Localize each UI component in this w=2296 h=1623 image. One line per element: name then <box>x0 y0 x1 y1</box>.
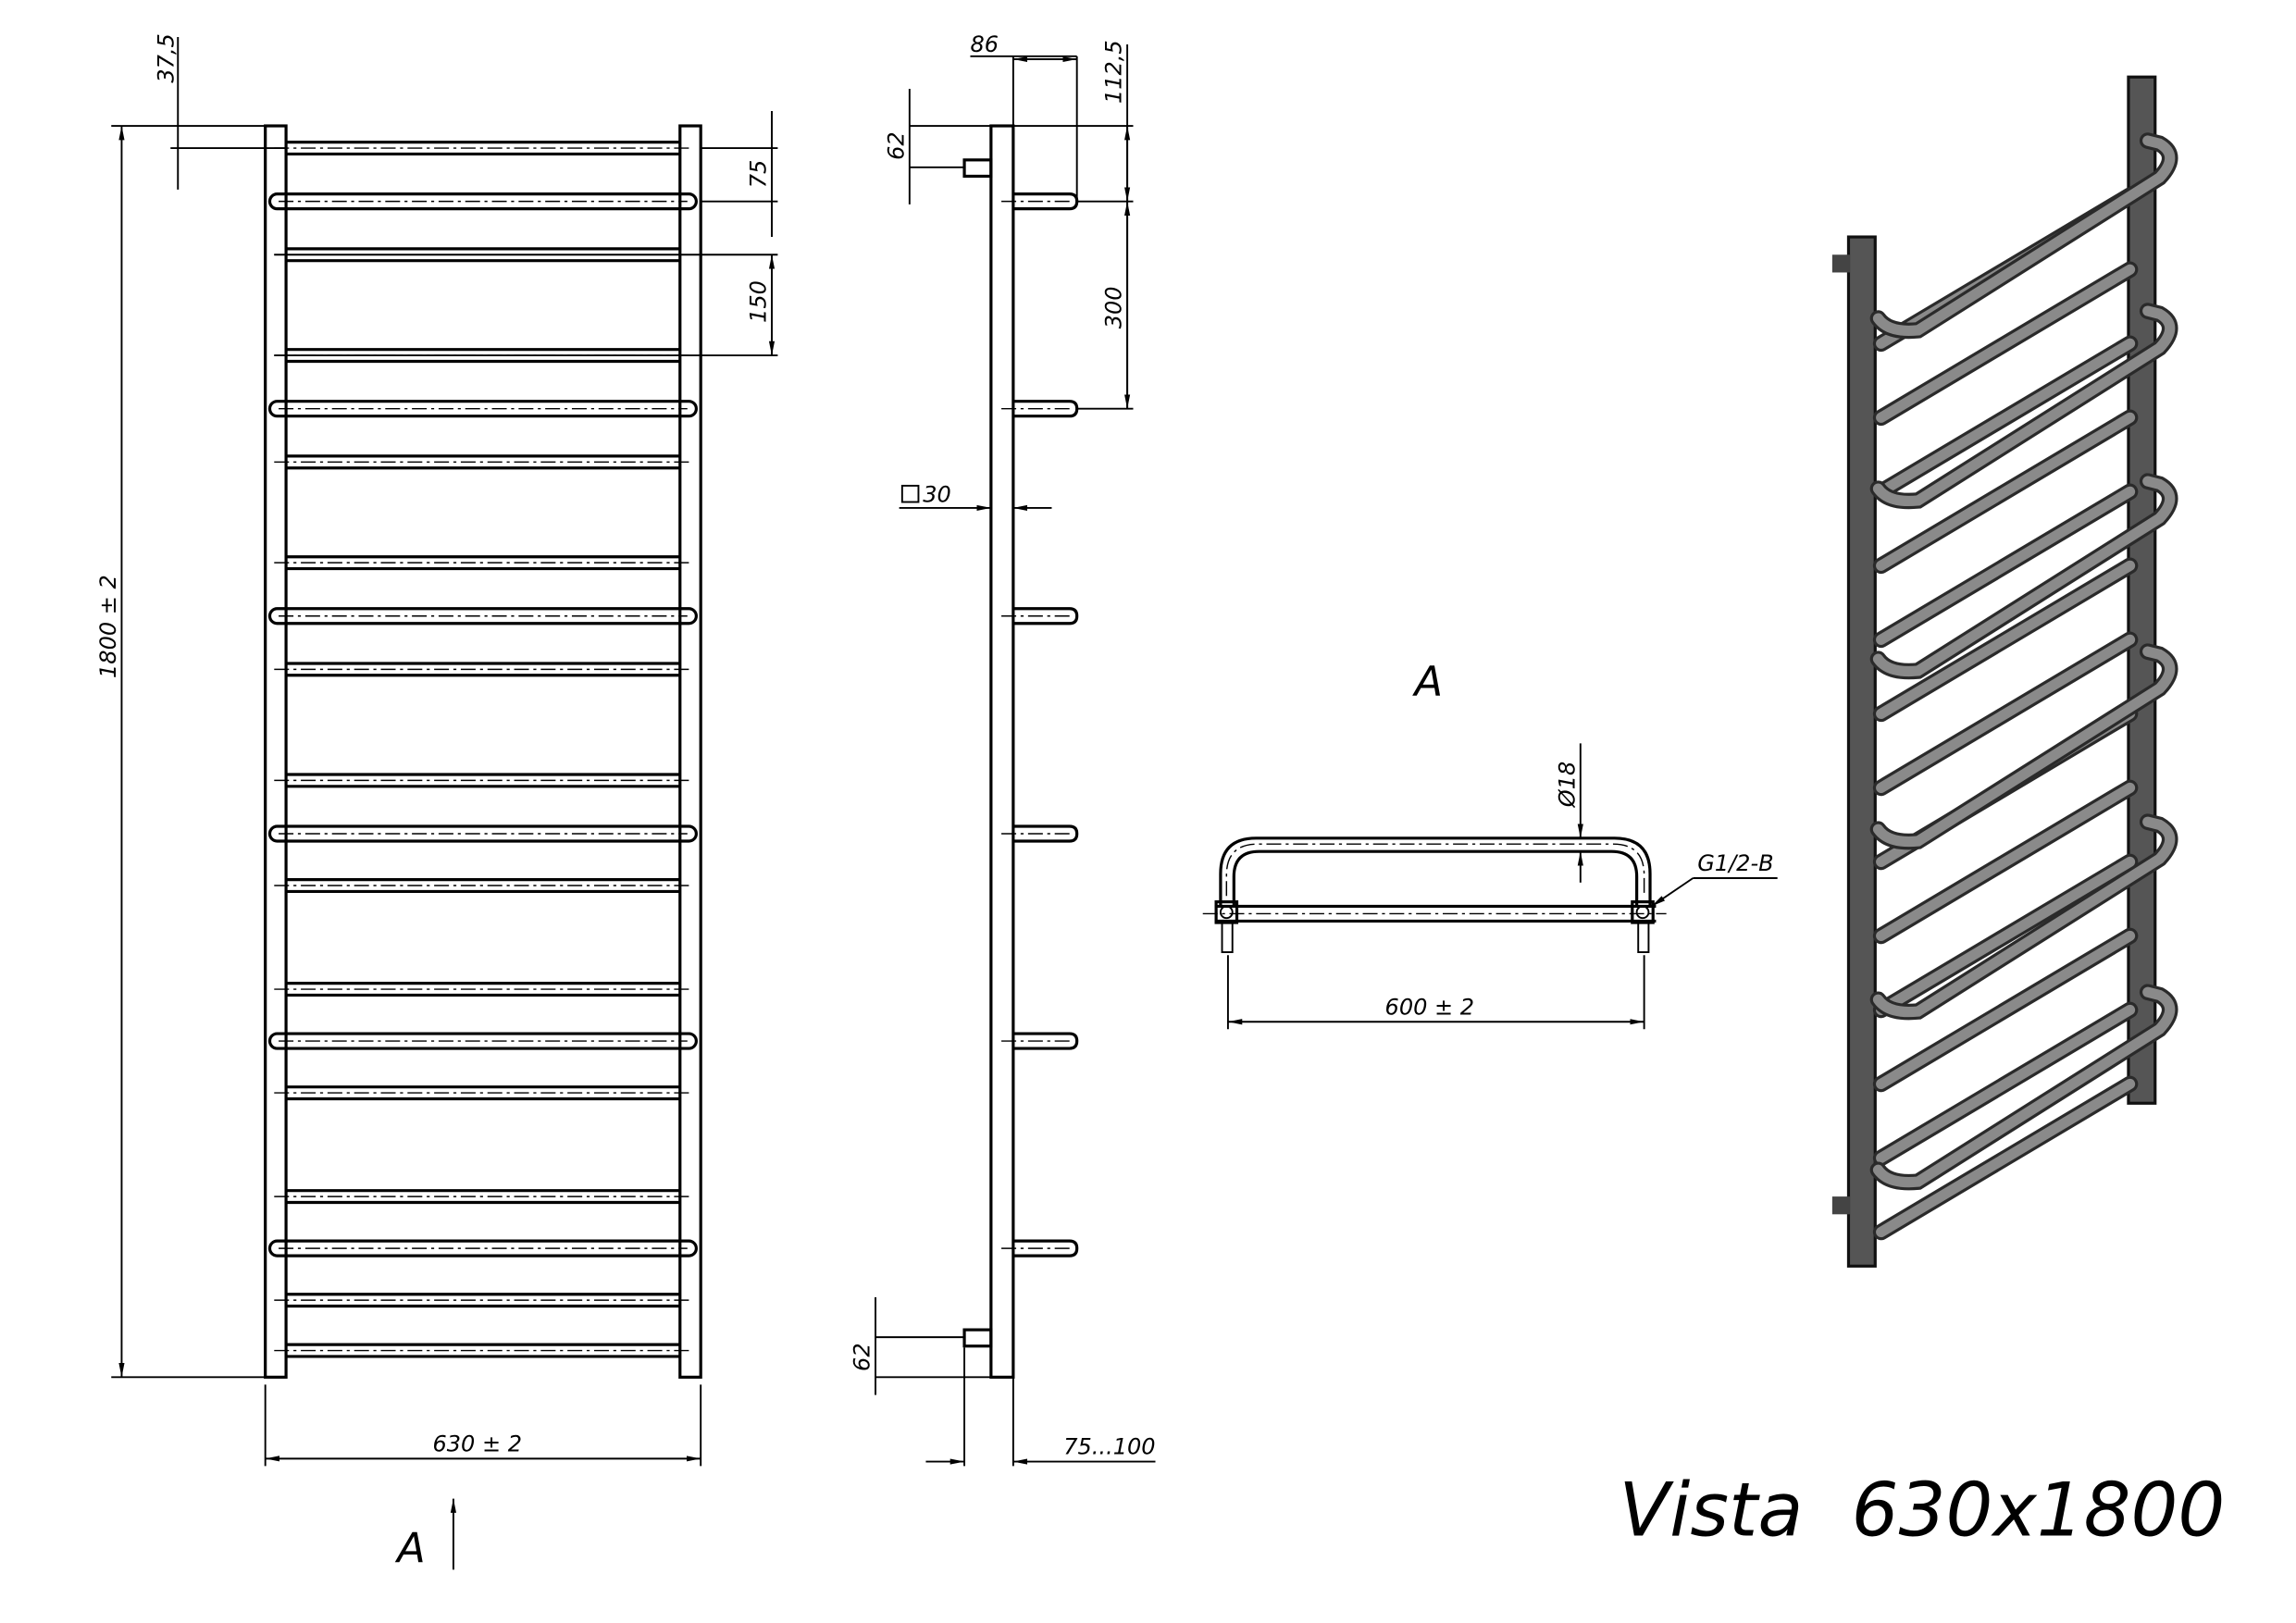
iso-bar-fill <box>1876 264 2136 423</box>
iso-bar-fill <box>1876 856 2136 1016</box>
side-view <box>962 124 1079 1379</box>
hook-stub <box>1012 824 1079 843</box>
iso-connector <box>1831 1196 1851 1215</box>
isometric-view <box>1831 75 2178 1268</box>
iso-connector <box>1831 254 1851 273</box>
bar-hook <box>267 607 698 626</box>
dim-conn-bottom: 62 <box>850 1343 875 1371</box>
side-dimensions: 86 112,5 62 300 30 62 75...100 <box>850 31 1156 1467</box>
iso-hook-bar-fill <box>1872 986 2176 1188</box>
iso-bar-fill <box>1876 486 2136 645</box>
dim-bar-pitch: 150 <box>746 280 772 323</box>
iso-bar-fill <box>1876 1004 2136 1164</box>
dim-wall-gap: 75...100 <box>1063 1434 1155 1460</box>
hook-stub <box>1012 1032 1079 1050</box>
model-size: 630x1800 <box>1852 1468 2226 1554</box>
dim-center-distance: 600 ± 2 <box>1385 994 1474 1020</box>
bar-hook <box>267 192 698 211</box>
iso-bar-fill <box>1876 560 2136 719</box>
dim-width: 630 ± 2 <box>433 1431 522 1456</box>
bar-hook <box>267 824 698 843</box>
front-dimensions: 37,5 75 150 1800 ± 2 630 ± 2 A <box>95 33 778 1572</box>
iso-hook-bar <box>1869 132 2178 340</box>
dim-conn-top: 62 <box>883 131 909 160</box>
dim-first-gap: 75 <box>746 160 772 189</box>
dim-112-5: 112,5 <box>1101 40 1127 104</box>
dim-tube-square: 30 <box>923 482 951 508</box>
dim-top-offset: 37,5 <box>153 33 179 82</box>
dim-diameter: Ø18 <box>1554 762 1580 808</box>
dim-86: 86 <box>970 31 999 57</box>
iso-hook-bar-fill <box>1872 646 2176 848</box>
iso-bar-fill <box>1876 338 2136 497</box>
bar-hook <box>267 400 698 418</box>
connector-top <box>962 158 993 179</box>
iso-bar-fill <box>1876 1078 2136 1238</box>
bar-hook <box>267 1239 698 1258</box>
view-a-label: A <box>1412 657 1444 706</box>
iso-bar-fill <box>1876 782 2136 942</box>
hook-stub <box>1012 1239 1079 1258</box>
hook-stub <box>1012 607 1079 626</box>
bar-hook <box>267 1032 698 1050</box>
dim-thread: G1/2-B <box>1697 850 1773 876</box>
right-rail <box>678 124 702 1379</box>
dim-hook-pitch: 300 <box>1101 286 1127 328</box>
iso-bar-fill <box>1876 412 2136 571</box>
iso-hook-bar-fill <box>1872 816 2176 1018</box>
model-name: Vista <box>1619 1468 1803 1554</box>
left-rail <box>264 124 288 1379</box>
view-marker-a: A <box>394 1523 426 1572</box>
side-rail <box>989 124 1015 1379</box>
iso-bar-fill <box>1876 930 2136 1090</box>
iso-right-rail <box>2127 75 2157 1105</box>
iso-hook-bar-fill <box>1872 305 2176 507</box>
front-view <box>264 124 702 1379</box>
iso-left-rail <box>1846 235 1877 1268</box>
iso-hook-bar-fill <box>1872 476 2176 677</box>
connector-bottom <box>962 1328 993 1348</box>
iso-hook-bar-fill <box>1872 135 2176 336</box>
dim-height: 1800 ± 2 <box>95 575 121 678</box>
iso-bar-fill <box>1876 634 2136 793</box>
view-a: A Ø18 G1/2-B 600 ± 2 <box>1202 657 1778 1030</box>
